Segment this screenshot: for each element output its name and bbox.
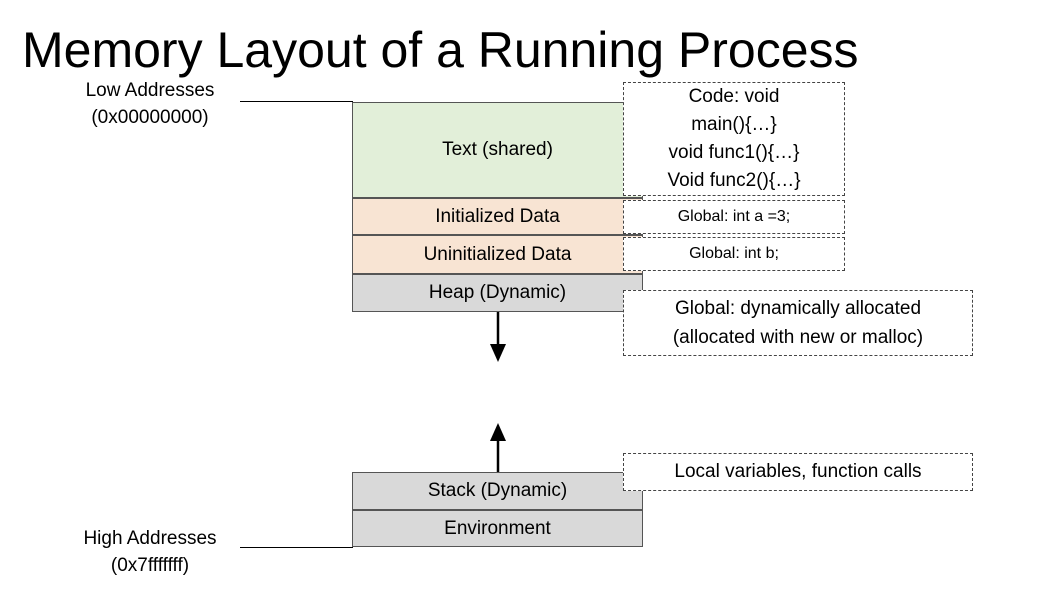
uninitialized-data-note: Global: int b; [623,237,845,271]
heap-note-line: Global: dynamically allocated [674,298,922,319]
uninitialized-data-label: Uninitialized Data [423,243,572,265]
code-note: Code: void main(){…} void func1(){…} Voi… [623,82,845,196]
high-address-line [240,547,353,548]
uninitialized-data-segment: Uninitialized Data [352,235,643,274]
stack-growth-arrow [490,423,506,472]
heap-note: Global: dynamically allocated (allocated… [623,290,973,356]
uninitialized-data-note-text: Global: int b; [689,245,779,262]
stack-segment: Stack (Dynamic) [352,472,643,510]
stack-segment-label: Stack (Dynamic) [427,480,568,501]
code-note-line: Void func2(){…} [667,170,801,191]
code-note-line: main(){…} [691,114,777,135]
page-title: Memory Layout of a Running Process [22,22,859,78]
heap-growth-arrow [490,312,506,362]
environment-segment-label: Environment [444,517,551,539]
initialized-data-segment: Initialized Data [352,198,643,235]
initialized-data-label: Initialized Data [435,205,560,227]
heap-segment-label: Heap (Dynamic) [428,282,567,303]
high-address-label: High Addresses (0x7fffffff) [70,525,230,579]
low-address-line [240,101,353,102]
stack-note: Local variables, function calls [623,453,973,491]
high-address-value: (0x7fffffff) [110,555,190,576]
heap-note-line: (allocated with new or malloc) [672,327,924,348]
heap-segment: Heap (Dynamic) [352,274,643,312]
environment-segment: Environment [352,510,643,547]
code-note-line: void func1(){…} [668,142,800,163]
code-note-line: Code: void [688,86,780,107]
high-address-text: High Addresses [83,528,217,549]
low-address-text: Low Addresses [85,80,215,101]
initialized-data-note-text: Global: int a =3; [677,208,791,225]
text-segment-label: Text (shared) [442,139,553,160]
low-address-value: (0x00000000) [91,107,209,128]
stack-note-text: Local variables, function calls [674,461,922,482]
low-address-label: Low Addresses (0x00000000) [70,77,230,131]
initialized-data-note: Global: int a =3; [623,200,845,234]
